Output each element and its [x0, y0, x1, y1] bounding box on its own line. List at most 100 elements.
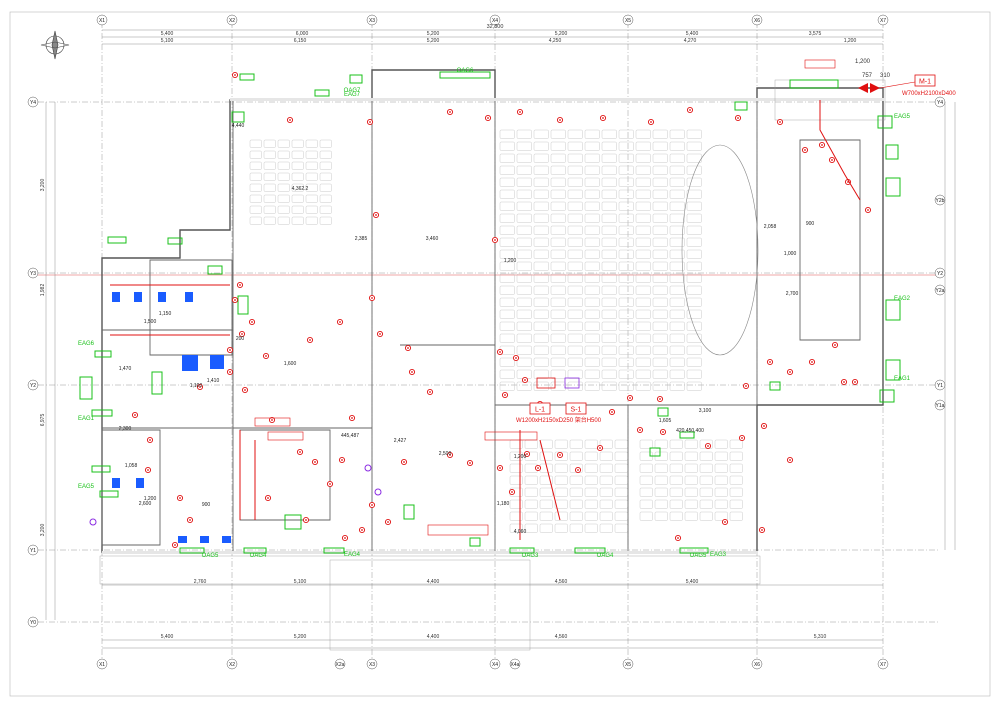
seat: [686, 249, 702, 259]
grid-label-bottom: X5: [625, 662, 631, 668]
supply-grille-label: OAG5: [690, 553, 707, 559]
seat: [584, 141, 600, 151]
grid-label-bottom: X2a: [336, 662, 345, 668]
seat: [291, 139, 304, 148]
interior-dimension: 1,150: [159, 311, 172, 317]
seat: [584, 285, 600, 295]
grid-bubble: [226, 14, 238, 26]
seat: [550, 333, 566, 343]
seat: [567, 333, 583, 343]
fire-device-dot: [305, 519, 307, 521]
dim-bottom-row2: 2,760: [194, 579, 207, 585]
seat: [554, 511, 568, 521]
fire-device-dot: [351, 417, 353, 419]
dim-top-row2: 1,200: [844, 38, 857, 44]
wall-poche: [102, 98, 884, 554]
interior-dimension: 2,300: [119, 426, 132, 432]
interior-dimension: 1,605: [659, 418, 672, 424]
grid-bubble: [877, 14, 889, 26]
seat: [684, 439, 698, 449]
seat: [584, 463, 598, 473]
seat: [305, 216, 318, 225]
grid-label-left: Y2: [30, 383, 36, 389]
fire-device-dot: [724, 521, 726, 523]
interior-dimension: 4,440: [232, 123, 245, 129]
exhaust-grille-label: EAG1: [78, 416, 95, 422]
seat: [635, 273, 651, 283]
callout-l1-size: W1200xH2150xD250 架台H500: [516, 416, 602, 424]
grid-label-top: X7: [880, 18, 886, 24]
seat: [305, 150, 318, 159]
seat: [249, 194, 262, 203]
seat: [584, 499, 598, 509]
seat: [669, 511, 683, 521]
exhaust-grille-label: EAG6: [78, 341, 95, 347]
seat: [291, 183, 304, 192]
seat: [635, 189, 651, 199]
seat: [499, 177, 515, 187]
seat: [639, 463, 653, 473]
fire-device-dot: [519, 111, 521, 113]
seat: [539, 523, 553, 533]
callout-m1-tag: M-1: [919, 79, 931, 86]
seat: [601, 249, 617, 259]
supply-grille-label: OAG3: [522, 553, 539, 559]
fire-device-dot: [387, 521, 389, 523]
dim-top-row2: 4,250: [549, 38, 562, 44]
fire-device-dot: [179, 497, 181, 499]
hvac-grille: [107, 236, 127, 244]
fire-equipment-symbols: [131, 71, 872, 549]
seat: [516, 153, 532, 163]
seat: [669, 487, 683, 497]
fire-device-dot: [267, 497, 269, 499]
dim-bottom-row1: 4,400: [427, 634, 440, 640]
fire-device-dot: [559, 454, 561, 456]
seat: [569, 523, 583, 533]
seat: [654, 499, 668, 509]
fire-device-dot: [789, 459, 791, 461]
fire-device-dot: [371, 297, 373, 299]
grid-bubble: [934, 379, 946, 391]
seat: [601, 153, 617, 163]
seat: [584, 225, 600, 235]
seat: [516, 249, 532, 259]
seat: [249, 139, 262, 148]
exterior-paving: [99, 79, 886, 651]
seat: [584, 511, 598, 521]
seat: [516, 297, 532, 307]
grid-label-left: Y3: [30, 271, 36, 277]
grid-label-bottom: X7: [880, 662, 886, 668]
fire-device-dot: [449, 454, 451, 456]
seat: [584, 523, 598, 533]
dim-top-row2: 6,150: [294, 38, 307, 44]
seat: [509, 463, 523, 473]
seat: [652, 333, 668, 343]
seat: [618, 249, 634, 259]
seat: [319, 205, 332, 214]
grid-bubble: [27, 544, 39, 556]
grid-bubble: [622, 658, 634, 670]
seat: [567, 357, 583, 367]
seat: [686, 213, 702, 223]
seat: [567, 273, 583, 283]
seat: [533, 261, 549, 271]
seat: [550, 153, 566, 163]
dim-top-row1: 3,575: [809, 31, 822, 37]
seat: [550, 309, 566, 319]
seat: [729, 451, 743, 461]
interior-dimension: 4,362.2: [292, 186, 309, 192]
interior-dimension: 1,410: [207, 378, 220, 384]
seat: [669, 273, 685, 283]
seat: [567, 345, 583, 355]
hvac-grille: [167, 237, 183, 245]
fire-device-dot: [339, 321, 341, 323]
fire-device-dot: [314, 461, 316, 463]
seat: [686, 273, 702, 283]
seat: [599, 499, 613, 509]
hvac-grille: [885, 177, 901, 197]
hvac-grille: [323, 547, 345, 554]
seat: [533, 153, 549, 163]
seat: [635, 237, 651, 247]
grid-label-top: X1: [99, 18, 105, 24]
seat: [669, 369, 685, 379]
